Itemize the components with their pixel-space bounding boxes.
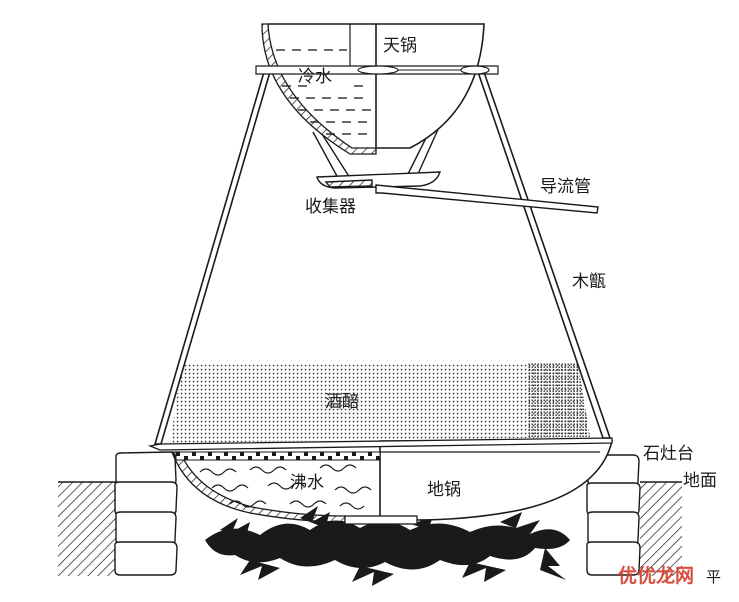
label-mu-zeng: 木甑 (572, 272, 606, 292)
grate-cell (320, 452, 324, 456)
watermark-subtext: 平 (706, 568, 721, 586)
grate-cell (352, 452, 356, 456)
grate-cell (192, 452, 196, 456)
ground-right (640, 481, 682, 576)
label-dao-liu-guan: 导流管 (540, 177, 591, 197)
grate-cell (200, 456, 204, 460)
grate-cell (184, 456, 188, 460)
grate-cell (280, 456, 284, 460)
grate-cell (288, 452, 292, 456)
grate-cell (232, 456, 236, 460)
label-fei-shui: 沸水 (290, 473, 324, 493)
label-shou-ji-qi: 收集器 (305, 197, 356, 217)
steamer-grate (175, 451, 381, 461)
fire (205, 506, 570, 586)
cold-water (276, 49, 371, 135)
grate-cell (336, 452, 340, 456)
grate-cell (296, 456, 300, 460)
grate-cell (264, 456, 268, 460)
grate-cell (240, 452, 244, 456)
label-tian-guo: 天锅 (383, 36, 417, 56)
boiling-water (199, 464, 372, 510)
grate-cell (216, 456, 220, 460)
grate-cell (368, 452, 372, 456)
label-di-guo: 地锅 (427, 480, 461, 500)
condensate-collector (312, 115, 445, 189)
guide-pipe (375, 184, 599, 214)
grate-cell (304, 452, 308, 456)
watermark-text: 优优龙网 (618, 564, 694, 587)
stone-stove-left (114, 451, 178, 576)
stone-stove-right (586, 454, 641, 576)
grate-cell (256, 452, 260, 456)
grate-cell (328, 456, 332, 460)
top-pot (255, 23, 499, 155)
label-leng-shui: 冷水 (298, 67, 332, 87)
grate-cell (344, 456, 348, 460)
grate-cell (248, 456, 252, 460)
grate-cell (224, 452, 228, 456)
fermented-grain-layer (170, 363, 590, 443)
label-di-mian: 地面 (683, 471, 717, 491)
watermark: 优优龙网 平 (618, 564, 721, 587)
grate-cell (360, 456, 364, 460)
ground-left (58, 481, 116, 576)
grate-cell (312, 456, 316, 460)
grate-cell (272, 452, 276, 456)
bottom-pot (147, 437, 614, 525)
label-jiu-pei: 酒醅 (325, 392, 359, 412)
label-shi-zao-tai: 石灶台 (643, 444, 694, 464)
grate-cell (176, 452, 180, 456)
grate-cell (376, 456, 380, 460)
grate-cell (208, 452, 212, 456)
